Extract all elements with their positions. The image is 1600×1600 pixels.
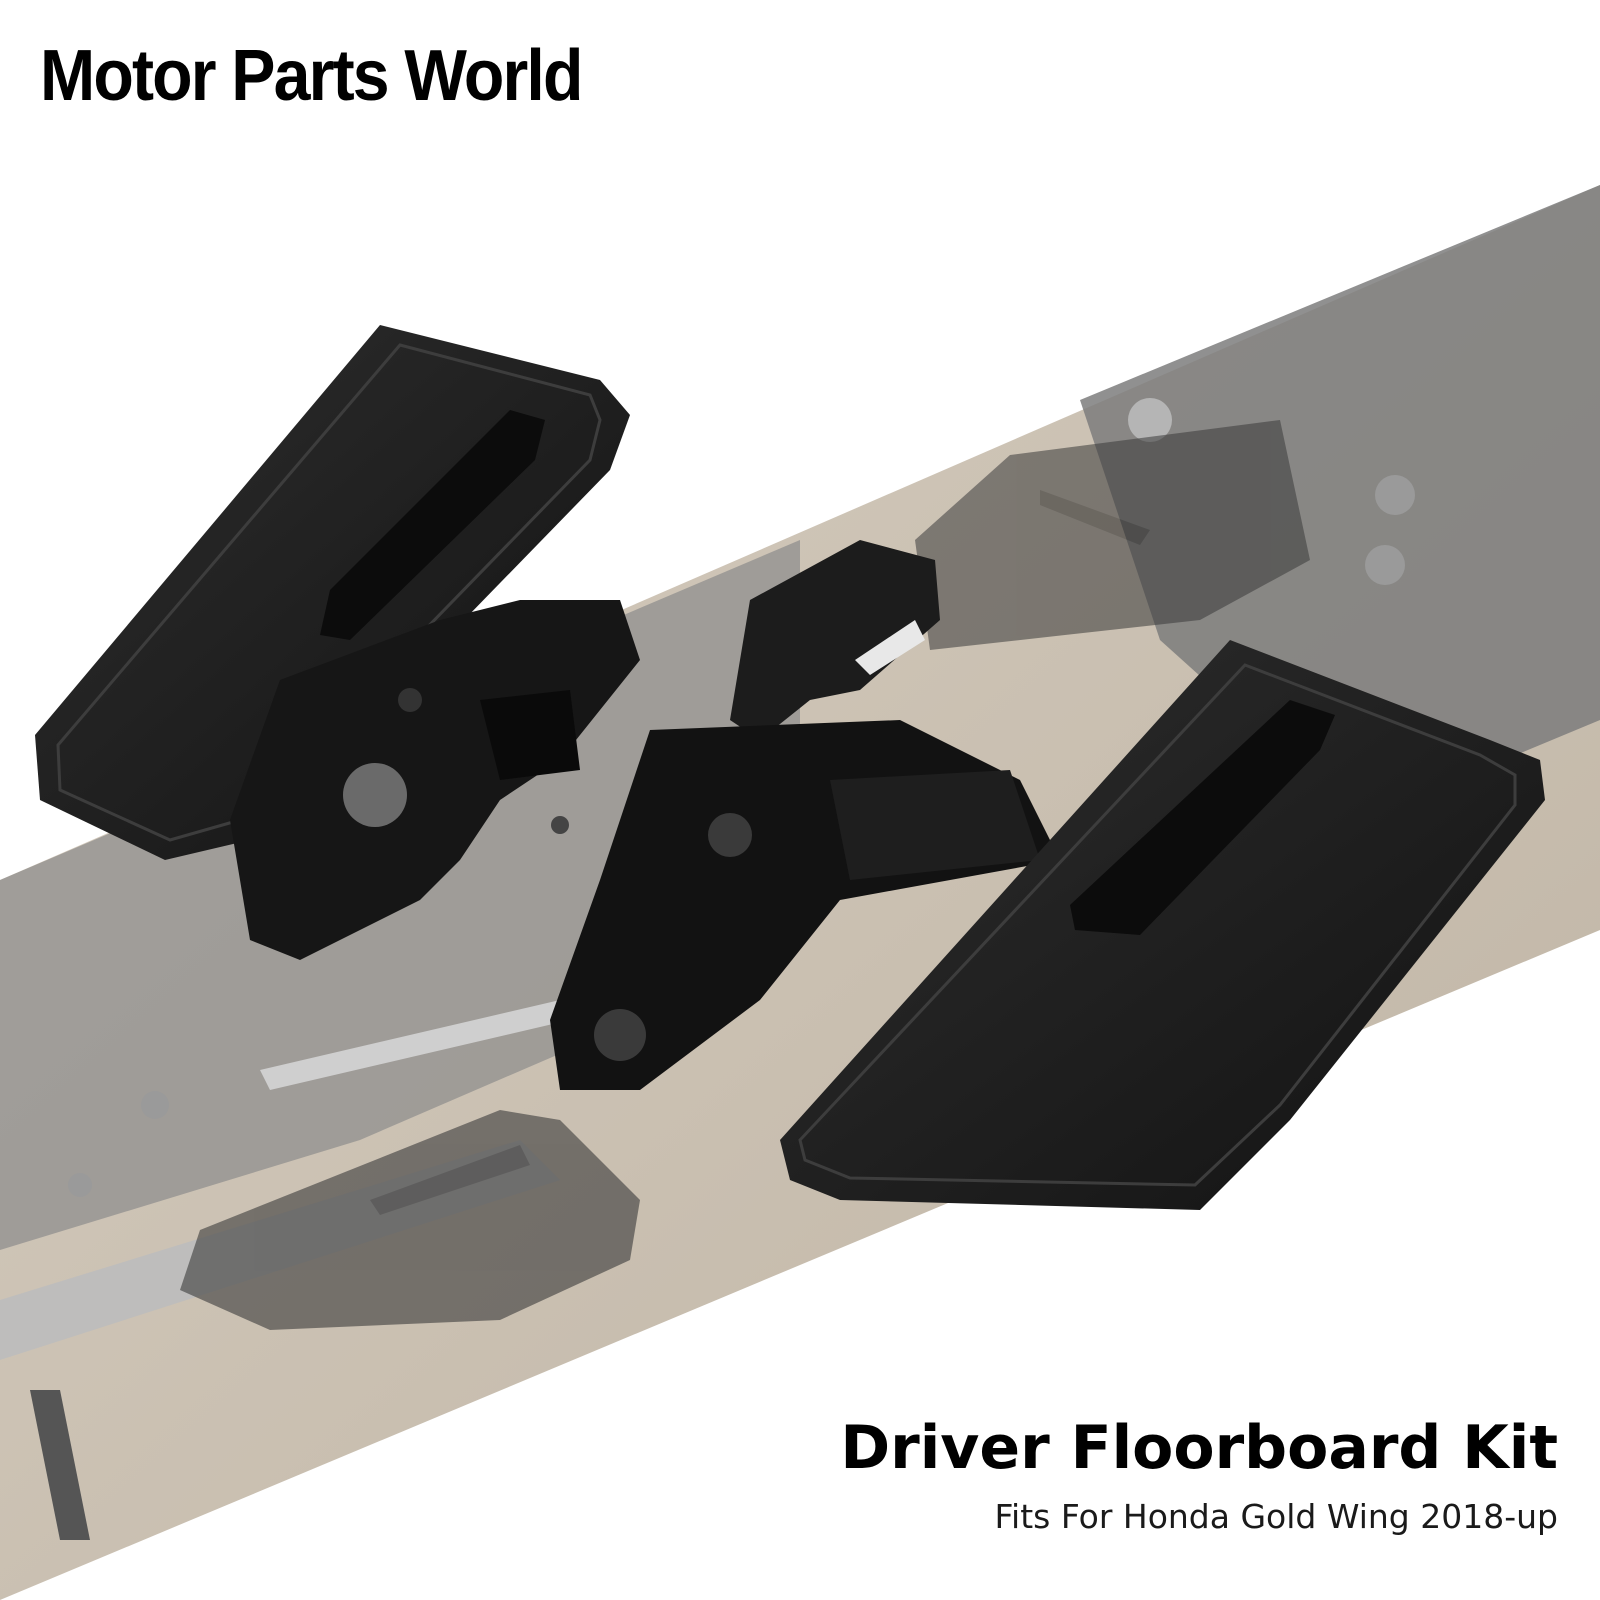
bolt xyxy=(1375,475,1415,515)
bolt xyxy=(68,1173,92,1197)
mounting-bracket-left xyxy=(230,600,640,960)
product-subtitle: Fits For Honda Gold Wing 2018-up xyxy=(994,1497,1558,1536)
bolt xyxy=(398,688,422,712)
bolt xyxy=(1365,545,1405,585)
bolt xyxy=(1128,398,1172,442)
bolt xyxy=(551,816,569,834)
engine-area-right xyxy=(1080,185,1600,820)
brand-name: Motor Parts World xyxy=(40,36,583,116)
product-title: Driver Floorboard Kit xyxy=(840,1413,1558,1483)
shift-lever xyxy=(260,1000,570,1090)
floorboard-right xyxy=(780,640,1545,1210)
installed-floorboard-left xyxy=(180,1110,640,1330)
bolt xyxy=(141,1091,169,1119)
mounting-bracket-center xyxy=(550,540,1060,1090)
kickstand xyxy=(30,1390,90,1540)
installed-floorboard-right xyxy=(915,420,1310,650)
